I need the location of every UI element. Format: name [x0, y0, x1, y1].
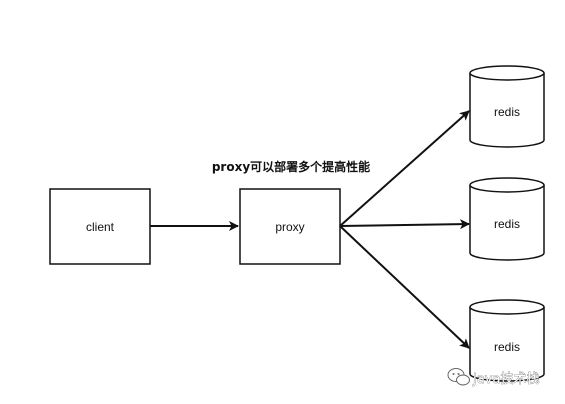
- redis-3-label: redis: [494, 340, 520, 354]
- wechat-icon: [447, 368, 470, 386]
- edge-proxy-to-redis-1: [339, 110, 470, 227]
- redis-node-3: redis: [469, 299, 545, 382]
- edge-proxy-to-redis-2: [339, 219, 470, 230]
- redis-1-label: redis: [494, 105, 520, 119]
- watermark: Java技术栈: [447, 368, 540, 387]
- watermark-text: Java技术栈: [472, 372, 539, 387]
- redis-node-1: redis: [469, 65, 545, 148]
- edge-proxy-to-redis-3: [339, 225, 470, 349]
- client-label: client: [86, 220, 115, 234]
- proxy-node: proxy: [239, 188, 341, 265]
- redis-node-2: redis: [469, 177, 545, 261]
- client-node: client: [49, 188, 151, 265]
- redis-2-label: redis: [494, 217, 520, 231]
- diagram-title: proxy可以部署多个提高性能: [212, 159, 370, 174]
- proxy-label: proxy: [275, 220, 304, 234]
